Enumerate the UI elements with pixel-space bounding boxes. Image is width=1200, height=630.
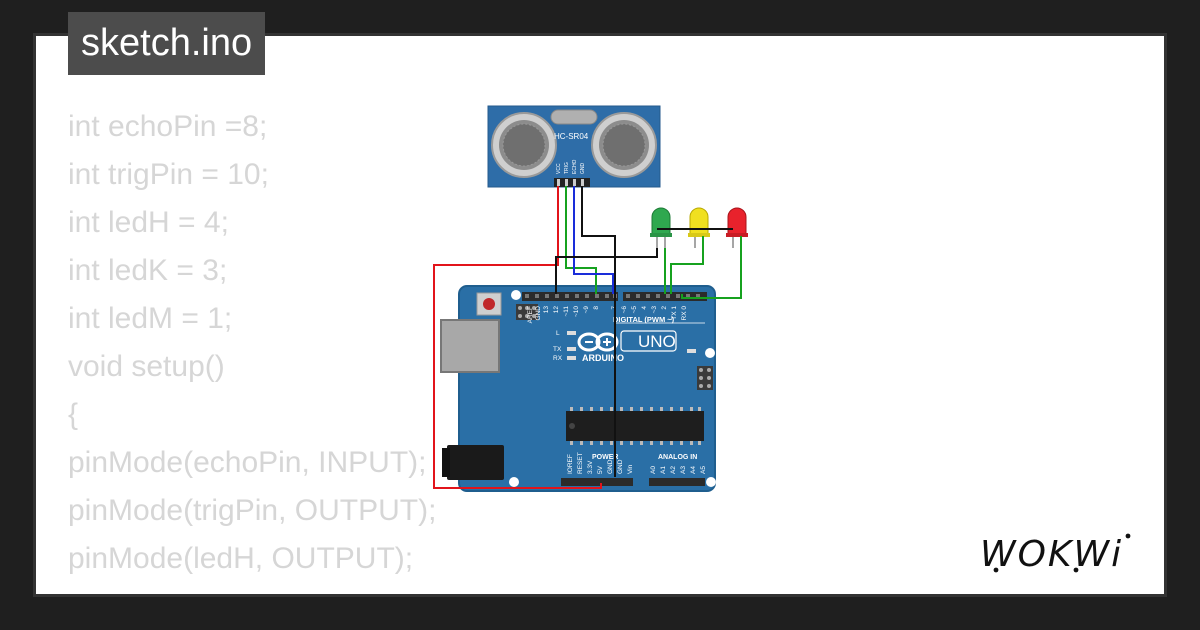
pin-label: IOREF xyxy=(567,454,574,474)
pin-label: GND xyxy=(617,459,624,474)
pin-label: ~11 xyxy=(563,306,570,317)
pin-label: A1 xyxy=(660,466,667,474)
pin-label: 3.3V xyxy=(587,460,594,474)
arduino-logo: UNO ARDUINO xyxy=(577,330,677,363)
mounting-hole xyxy=(509,477,519,487)
pin-label: AREF xyxy=(527,306,534,323)
preview-card: int echoPin =8; int trigPin = 10; int le… xyxy=(33,33,1167,597)
pin-label: A5 xyxy=(700,466,707,474)
pin-label: ~5 xyxy=(631,306,638,314)
power-header xyxy=(561,478,633,486)
wokwi-logo-text: WOKWi xyxy=(980,534,1123,575)
code-line: pinMode(ledK, OUTPUT); xyxy=(68,583,436,594)
pin-label: ~6 xyxy=(621,306,628,314)
code-line: { xyxy=(68,398,79,431)
circuit-diagram: AREF GND 13 12 ~11 ~10 ~9 8 7 ~6 ~5 4 ~3… xyxy=(433,105,748,492)
sensor-label: HC-SR04 xyxy=(554,132,589,141)
ultrasonic-sensor: HC-SR04 VCC TRIG ECHO GND xyxy=(487,105,661,188)
digital-header-left xyxy=(522,292,618,301)
pin-label: 12 xyxy=(553,306,560,314)
sensor-pin-label: GND xyxy=(580,163,586,175)
mounting-hole xyxy=(511,290,521,300)
wire-vcc xyxy=(433,186,602,489)
wiring xyxy=(433,186,742,489)
led-label: TX xyxy=(553,346,562,353)
pin-label: ~9 xyxy=(583,306,590,314)
pin-label: 4 xyxy=(641,306,648,310)
wire-led-yellow xyxy=(670,236,704,294)
sensor-pin-label: TRIG xyxy=(564,162,570,174)
code-line: int echoPin =8; xyxy=(68,110,268,143)
wire-led-red xyxy=(681,236,742,299)
wire-echo xyxy=(573,186,614,294)
code-line: int trigPin = 10; xyxy=(68,158,269,191)
pin-label: A3 xyxy=(680,466,687,474)
code-line: pinMode(ledH, OUTPUT); xyxy=(68,542,414,575)
microcontroller-chip xyxy=(566,411,704,441)
wokwi-logo: WOKWi xyxy=(980,533,1131,575)
sensor-pin-label: VCC xyxy=(556,163,562,174)
pin-label: GND xyxy=(535,306,542,321)
led-label: L xyxy=(556,330,560,337)
digital-header-label: DIGITAL (PWM ~) xyxy=(613,315,675,324)
code-listing: int echoPin =8; int trigPin = 10; int le… xyxy=(68,103,437,594)
pin-label: A4 xyxy=(690,466,697,474)
led-label: RX xyxy=(553,355,563,362)
pin-label: ~10 xyxy=(573,306,580,317)
arduino-uno-board: AREF GND 13 12 ~11 ~10 ~9 8 7 ~6 ~5 4 ~3… xyxy=(440,285,732,492)
board-brand: ARDUINO xyxy=(582,353,624,363)
pin-label: ~3 xyxy=(651,306,658,314)
pin-label: 8 xyxy=(593,306,600,310)
pin-label: A0 xyxy=(650,466,657,474)
analog-header xyxy=(649,478,705,486)
led-l-indicator xyxy=(567,331,576,335)
pin-label: TX 1 xyxy=(671,306,678,320)
wire-trig xyxy=(565,186,597,294)
digital-header-right xyxy=(623,292,707,301)
file-tab-title: sketch.ino xyxy=(81,22,253,64)
board-model: UNO xyxy=(638,332,676,351)
code-line: int ledH = 4; xyxy=(68,206,229,239)
sensor-pin-label: ECHO xyxy=(572,159,578,174)
code-line: int ledM = 1; xyxy=(68,302,233,335)
pin-label: RESET xyxy=(577,452,584,474)
code-line: void setup() xyxy=(68,350,225,383)
pin-label: GND xyxy=(607,459,614,474)
pin-label: Vin xyxy=(627,464,634,474)
power-jack xyxy=(447,445,504,480)
pin-label: A2 xyxy=(670,466,677,474)
mounting-hole xyxy=(705,348,715,358)
power-header-label: POWER xyxy=(592,454,618,461)
on-label: ON xyxy=(722,349,732,356)
analog-header-label: ANALOG IN xyxy=(658,454,697,461)
code-line: int ledK = 3; xyxy=(68,254,228,287)
pin-label: RX 0 xyxy=(681,306,688,321)
code-line: pinMode(echoPin, INPUT); xyxy=(68,446,427,479)
file-tab[interactable]: sketch.ino xyxy=(68,12,266,75)
wire-gnd-leds xyxy=(555,248,658,294)
usb-connector xyxy=(440,319,500,373)
pin-label: 2 xyxy=(661,306,668,310)
mounting-hole xyxy=(706,477,716,487)
pin-label: 5V xyxy=(597,465,604,474)
wire-gnd-sensor xyxy=(581,186,616,477)
pin-label: 13 xyxy=(543,306,550,314)
code-line: pinMode(trigPin, OUTPUT); xyxy=(68,494,437,527)
